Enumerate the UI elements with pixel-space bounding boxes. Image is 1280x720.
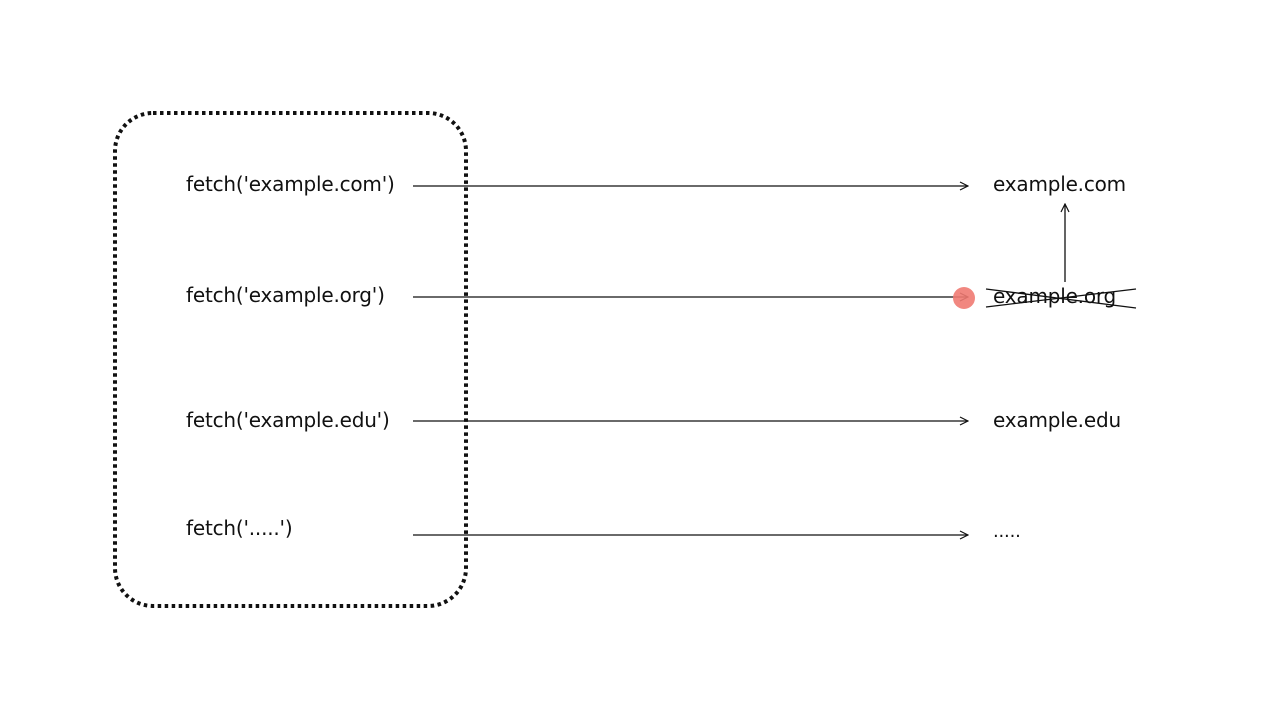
failure-marker: [953, 287, 975, 309]
target-example-org-failed: example.org: [993, 284, 1117, 308]
target-example-com: example.com: [993, 172, 1126, 196]
target-example-edu: example.edu: [993, 408, 1121, 432]
fetch-call-org: fetch('example.org'): [186, 283, 385, 307]
fetch-call-ellipsis: fetch('.....'): [186, 516, 293, 540]
target-ellipsis: .....: [993, 521, 1021, 542]
fetch-call-com: fetch('example.com'): [186, 172, 395, 196]
fetch-group-container: [113, 111, 468, 608]
strike-line-2: [985, 288, 1137, 309]
fetch-call-edu: fetch('example.edu'): [186, 408, 390, 432]
